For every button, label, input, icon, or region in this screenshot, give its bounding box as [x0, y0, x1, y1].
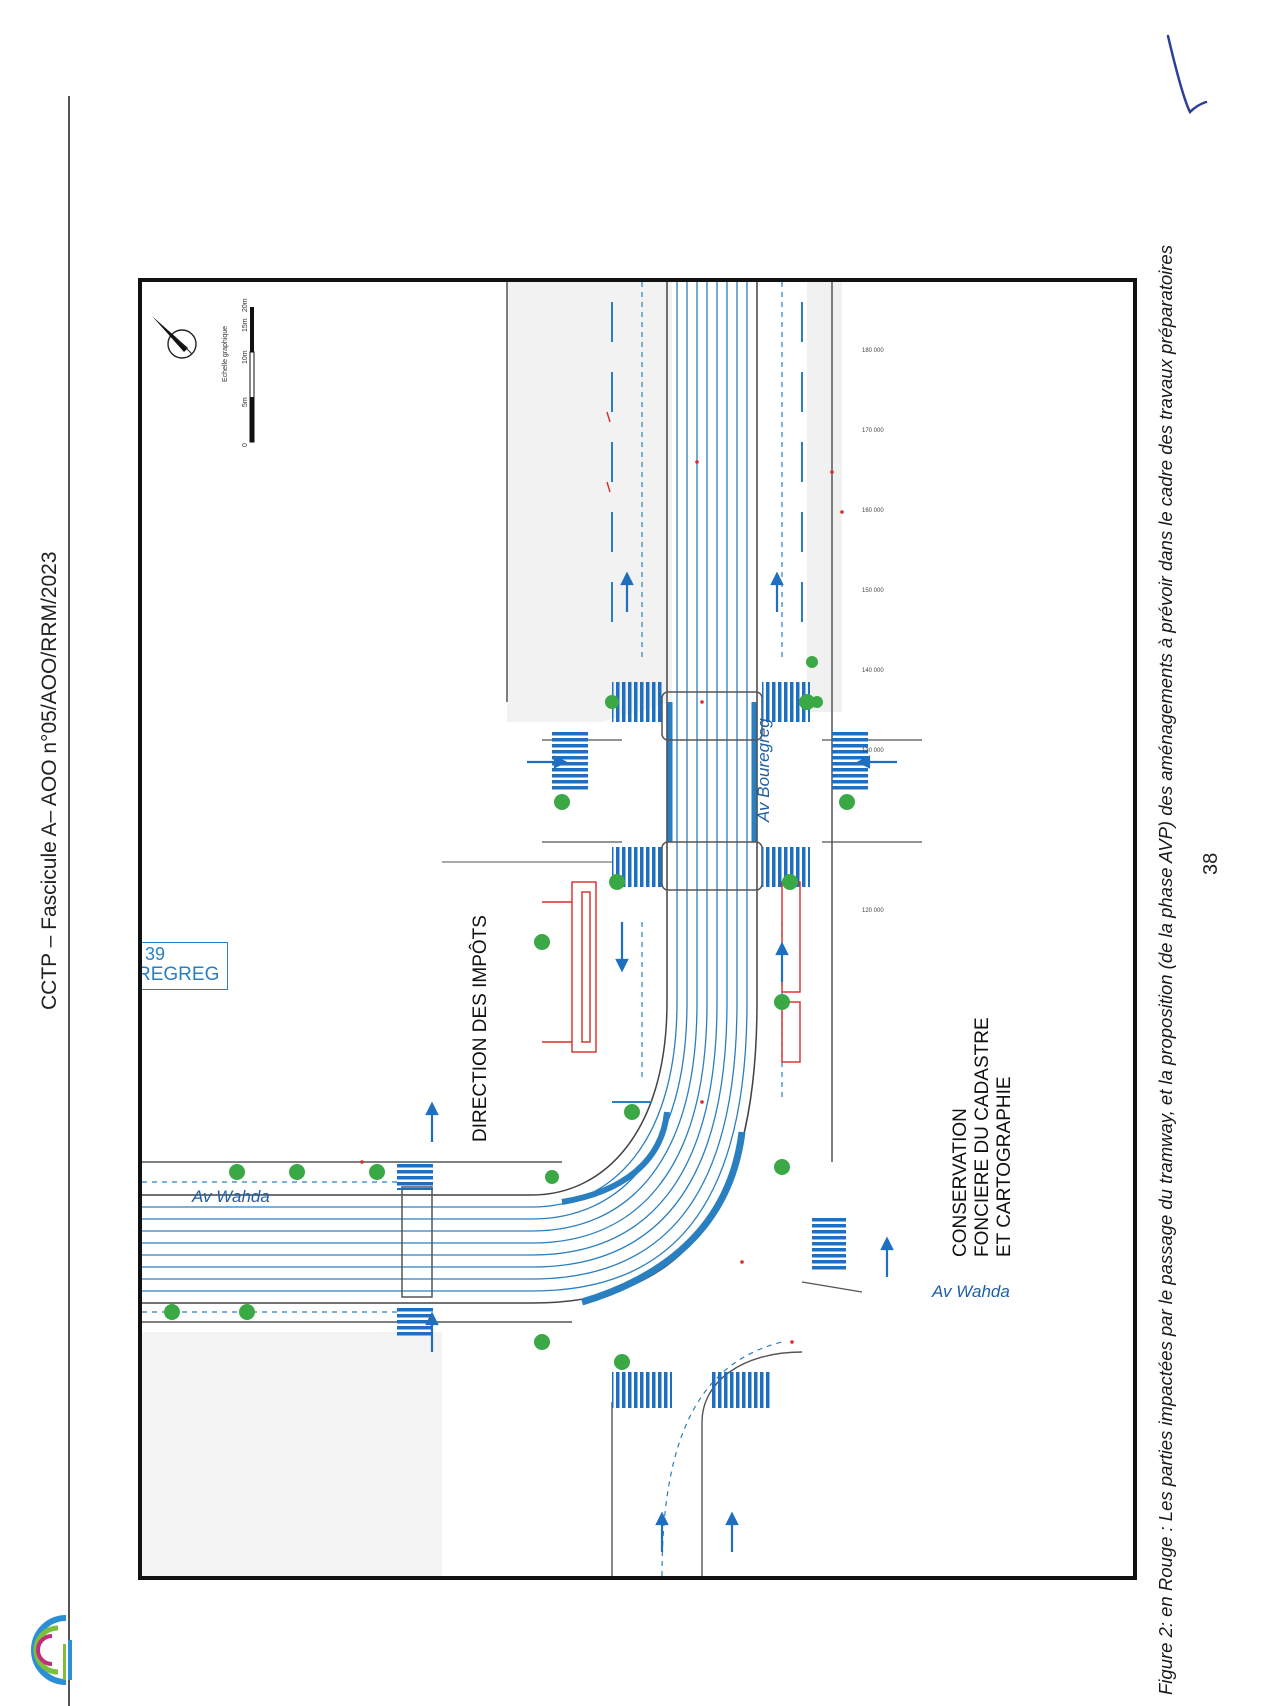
scale-tick-20m: 20m: [242, 298, 249, 312]
site-plan: 180 000 170 000 160 000 150 000 140 000 …: [138, 278, 1137, 1580]
svg-text:180 000: 180 000: [862, 348, 884, 354]
scale-bar-title: Echelle graphique: [222, 325, 229, 382]
building-label-conservation-line2: FONCIERE DU CADASTRE: [972, 1017, 993, 1257]
scale-tick-5m: 5m: [242, 397, 249, 407]
street-label-wahda-top: Av Wahda: [192, 1187, 270, 1206]
svg-text:140 000: 140 000: [862, 668, 884, 674]
svg-text:170 000: 170 000: [862, 428, 884, 434]
street-label-bouregreg: Av Bouregreg: [754, 718, 773, 822]
svg-text:130 000: 130 000: [862, 748, 884, 754]
figure-caption: Figure 2: en Rouge : Les parties impacté…: [1155, 245, 1176, 1695]
street-label-wahda-right: Av Wahda: [932, 1282, 1010, 1301]
svg-text:150 000: 150 000: [862, 588, 884, 594]
svg-text:120 000: 120 000: [862, 908, 884, 914]
station-tag-name: REGREG: [138, 964, 220, 985]
station-tag-number: 39: [145, 944, 166, 964]
building-label-conservation-line3: ET CARTOGRAPHIE: [994, 1076, 1015, 1257]
page-number: 38: [1200, 852, 1222, 875]
building-label-conservation-line1: CONSERVATION: [950, 1108, 971, 1257]
building-label-direction-impots: DIRECTION DES IMPÔTS: [470, 915, 491, 1142]
scale-tick-15m: 15m: [242, 318, 249, 332]
document-header-title: CCTP – Fascicule A– AOO n°05/AOO/RRM/202…: [38, 551, 61, 1010]
scale-tick-10m: 10m: [242, 350, 249, 364]
site-plan-drawing: 180 000 170 000 160 000 150 000 140 000 …: [142, 282, 922, 1576]
station-tag: 39 REGREG: [138, 942, 228, 990]
header-rule: [68, 96, 70, 1706]
organization-logo: [31, 1615, 72, 1685]
handwritten-check-mark: [1166, 34, 1208, 115]
svg-text:160 000: 160 000: [862, 508, 884, 514]
scale-tick-0: 0: [242, 443, 249, 447]
